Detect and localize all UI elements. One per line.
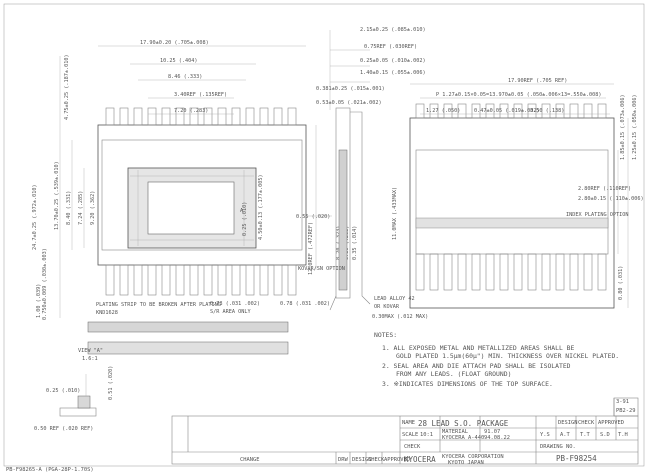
right-upper-leads bbox=[415, 103, 607, 119]
callout-label-a: A bbox=[240, 208, 244, 214]
tb-scale-label: SCALE bbox=[402, 432, 418, 438]
tb-check2-label: CHECK bbox=[578, 420, 595, 426]
tb-design-label: DESIGN bbox=[558, 420, 577, 426]
tb-material-value: KYOCERA A-440 bbox=[442, 435, 484, 441]
tb-col-check: CHECK bbox=[368, 457, 385, 463]
dim-side-b: 0.75REF (.030REF) bbox=[364, 44, 417, 50]
dim-mid-c: 0.25 (.010) bbox=[242, 202, 248, 236]
note-2b: FROM ANY LEADS. (FLOAT GROUND) bbox=[396, 370, 511, 378]
tb-rev: PB2-29 bbox=[616, 408, 635, 414]
dim-d4: 7.20 (.283) bbox=[174, 108, 208, 114]
tb-date2: 94.08.22 bbox=[484, 435, 510, 441]
upper-leads bbox=[105, 107, 297, 126]
dim-left-c: 13.70±0.25 (.539±.010) bbox=[54, 161, 60, 230]
dim-right-c: 1.27 (.050) bbox=[426, 108, 460, 114]
dim-side-e: 0.381±0.25 (.015±.001) bbox=[316, 86, 385, 92]
dim-right-a: 17.90REF (.705 REF) bbox=[508, 78, 567, 84]
dim-d3: 3.40REF (.135REF) bbox=[174, 92, 227, 98]
dim-mid-b: 12.0REF (.472REF) bbox=[308, 222, 314, 275]
view-a bbox=[59, 374, 97, 417]
dim-left-e: 7.24 (.285) bbox=[78, 191, 84, 225]
dim-right-e: 3.50 (.138) bbox=[530, 108, 564, 114]
dim-left-f: 9.20 (.362) bbox=[90, 191, 96, 225]
tb-scale-value: 10:1 bbox=[420, 432, 433, 438]
bottom-view bbox=[409, 83, 629, 309]
dim-side-c: 0.25±0.05 (.010±.002) bbox=[360, 58, 426, 64]
callout-lead-alloy: LEAD ALLOY 42 bbox=[374, 296, 415, 302]
dim-mid-d: 4.50±0.13 (.177±.005) bbox=[258, 174, 264, 240]
tb-date: 91.07 bbox=[484, 429, 500, 435]
dim-mid-g: 0.35 (.014) bbox=[352, 226, 358, 260]
view-a-dim-a: 0.25 (.010) bbox=[46, 388, 80, 394]
callout-kovar-option: KOVAR/SN OPTION bbox=[298, 266, 345, 272]
tb-col-drw: DRW bbox=[338, 457, 348, 463]
side-view bbox=[329, 30, 371, 311]
tb-brand: KYOCERA bbox=[404, 455, 436, 464]
tb-col-design: DESIGN bbox=[352, 457, 371, 463]
dim-right-f: 1.85±0.15 (.073±.006) bbox=[620, 94, 626, 160]
tb-material-label: MATERIAL bbox=[442, 429, 468, 435]
tb-mark3: T.T bbox=[580, 432, 590, 438]
dim-side-a: 2.15±0.25 (.085±.010) bbox=[360, 27, 426, 33]
tb-company: KYOCERA CORPORATION bbox=[442, 454, 504, 460]
sheet-border bbox=[3, 3, 645, 467]
callout-area-dims-1: 0.78 (.031 .002) bbox=[210, 301, 260, 307]
callout-plating-strip-code: KND1628 bbox=[96, 310, 118, 316]
right-lower-leads bbox=[415, 253, 607, 291]
dim-right-d: 0.47±0.05 (.019±.002) bbox=[474, 108, 540, 114]
dim-right-g: 1.25±0.15 (.050±.006) bbox=[632, 94, 638, 160]
dim-side-d: 1.40±0.15 (.055±.006) bbox=[360, 70, 426, 76]
dim-left-g: 1.00 (.039) bbox=[36, 284, 42, 318]
notes-heading: NOTES: bbox=[374, 331, 397, 339]
tb-drawing-no: PB-F98254 bbox=[556, 454, 597, 463]
tb-mark1: Y.S bbox=[540, 432, 550, 438]
note-2a: 2. SEAL AREA AND DIE ATTACH PAD SHALL BE… bbox=[382, 362, 571, 370]
tb-company-loc: KYOTO JAPAN bbox=[448, 460, 484, 466]
tb-mark2: A.T bbox=[560, 432, 570, 438]
tb-mark6: 3-91 bbox=[616, 399, 629, 405]
note-1b: GOLD PLATED 1.5μm(60μ") MIN. THICKNESS O… bbox=[396, 352, 619, 360]
tb-name-label: NAME bbox=[402, 420, 415, 426]
callout-index-plating: INDEX PLATING OPTION bbox=[566, 212, 628, 218]
view-a-dim-b: 0.51 (.020) bbox=[108, 366, 114, 400]
dim-right-j: 11.0MAX (.433MAX) bbox=[392, 187, 398, 240]
tb-mark5: T.H bbox=[618, 432, 628, 438]
dim-right-h: 2.80REF (.110REF) bbox=[578, 186, 631, 192]
tb-mark4: S.D bbox=[600, 432, 610, 438]
callout-lead-thickness: 0.30MAX (.012 MAX) bbox=[372, 314, 428, 320]
lower-leads bbox=[105, 264, 297, 296]
dim-overall-width: 17.90±0.20 (.705±.008) bbox=[140, 40, 209, 46]
ref-code: PB-F98265-A (PGA-28P-1.70S) bbox=[6, 467, 94, 473]
view-a-dim-c: 0.50 REF (.020 REF) bbox=[34, 426, 93, 432]
dim-left-b: 24.7±0.25 (.972±.010) bbox=[32, 184, 38, 250]
title-block bbox=[171, 397, 639, 465]
tb-change-label: CHANGE bbox=[240, 457, 259, 463]
callout-area-dims-2: 0.78 (.031 .002) bbox=[280, 301, 330, 307]
dim-right-k: 0.80 (.031) bbox=[618, 266, 624, 300]
dim-mid-a: 0.55 (.020) bbox=[296, 214, 330, 220]
dim-right-i: 2.80±0.15 (.110±.006) bbox=[578, 196, 644, 202]
view-a-scale: 1.6:1 bbox=[82, 356, 98, 362]
tb-name-value: 28 LEAD S.O. PACKAGE bbox=[418, 419, 509, 428]
tb-col-approved: APPROVED bbox=[384, 457, 410, 463]
dim-left-d: 8.40 (.331) bbox=[66, 191, 72, 225]
note-3: 3. ※INDICATES DIMENSIONS OF THE TOP SURF… bbox=[382, 380, 553, 388]
dim-side-f: 0.53±0.05 (.021±.002) bbox=[316, 100, 382, 106]
tb-approved-label: APPROVED bbox=[598, 420, 624, 426]
dim-d5: 4.75±0.25 (.187±.010) bbox=[64, 54, 70, 120]
dim-d2: 8.46 (.333) bbox=[168, 74, 202, 80]
callout-or-kovar: OR KOVAR bbox=[374, 304, 400, 310]
tb-check-label: CHECK bbox=[404, 444, 421, 450]
callout-plating-strip: PLATING STRIP TO BE BROKEN AFTER PLATING bbox=[96, 302, 221, 308]
dim-right-b: P 1.27±0.15×0.05=13.970±0.05 (.050±.006×… bbox=[436, 92, 602, 98]
dim-d1: 10.25 (.404) bbox=[160, 58, 197, 64]
dim-left-a: 0.750±0.009 (.030±.003) bbox=[42, 248, 48, 320]
callout-sr-area: S/R AREA ONLY bbox=[210, 309, 251, 315]
view-a-label: VIEW "A" bbox=[78, 348, 103, 354]
note-1a: 1. ALL EXPOSED METAL AND METALLIZED AREA… bbox=[382, 344, 575, 352]
tb-drawing-label: DRAWING NO. bbox=[540, 444, 576, 450]
top-view bbox=[59, 45, 332, 355]
